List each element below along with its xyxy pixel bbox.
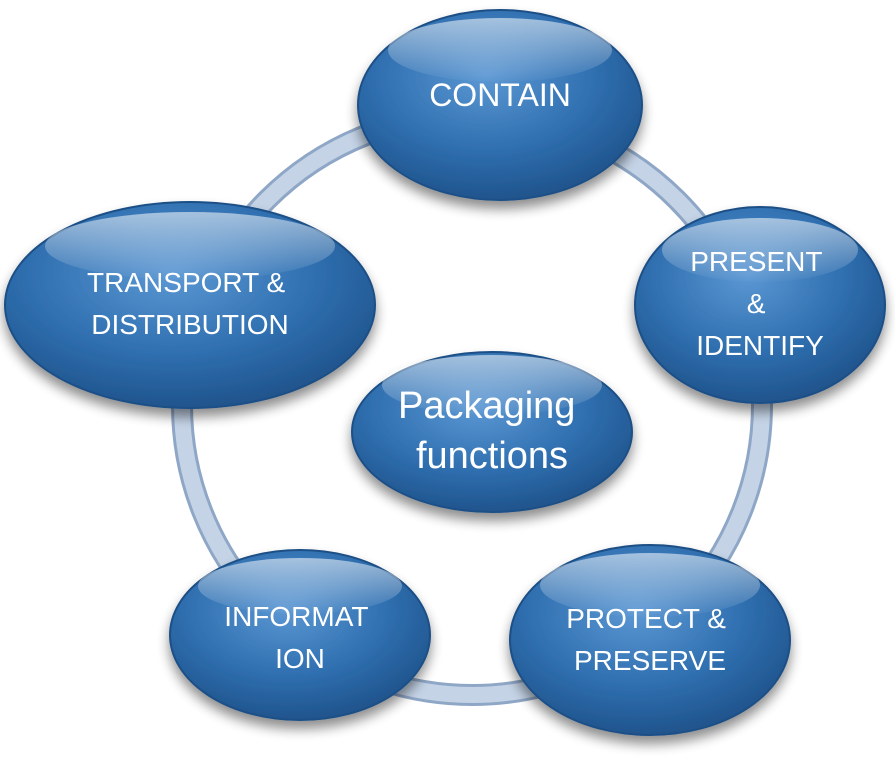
node-present-identify: PRESENT & IDENTIFY (634, 206, 886, 404)
center-node: Packaging functions (351, 351, 633, 513)
node-protect-preserve: PROTECT & PRESERVE (509, 544, 791, 736)
center-label: Packaging functions (398, 385, 586, 477)
node-transport-distribution: TRANSPORT & DISTRIBUTION (4, 201, 376, 409)
node-present-identify-label: PRESENT & IDENTIFY (690, 246, 830, 361)
node-contain-label: CONTAIN (429, 77, 571, 113)
node-contain: CONTAIN (357, 9, 643, 201)
node-protect-preserve-label: PROTECT & PRESERVE (566, 603, 734, 676)
node-information: INFORMAT ION (169, 549, 431, 721)
node-information-label: INFORMAT ION (224, 601, 375, 674)
node-transport-distribution-label: TRANSPORT & DISTRIBUTION (87, 267, 293, 340)
